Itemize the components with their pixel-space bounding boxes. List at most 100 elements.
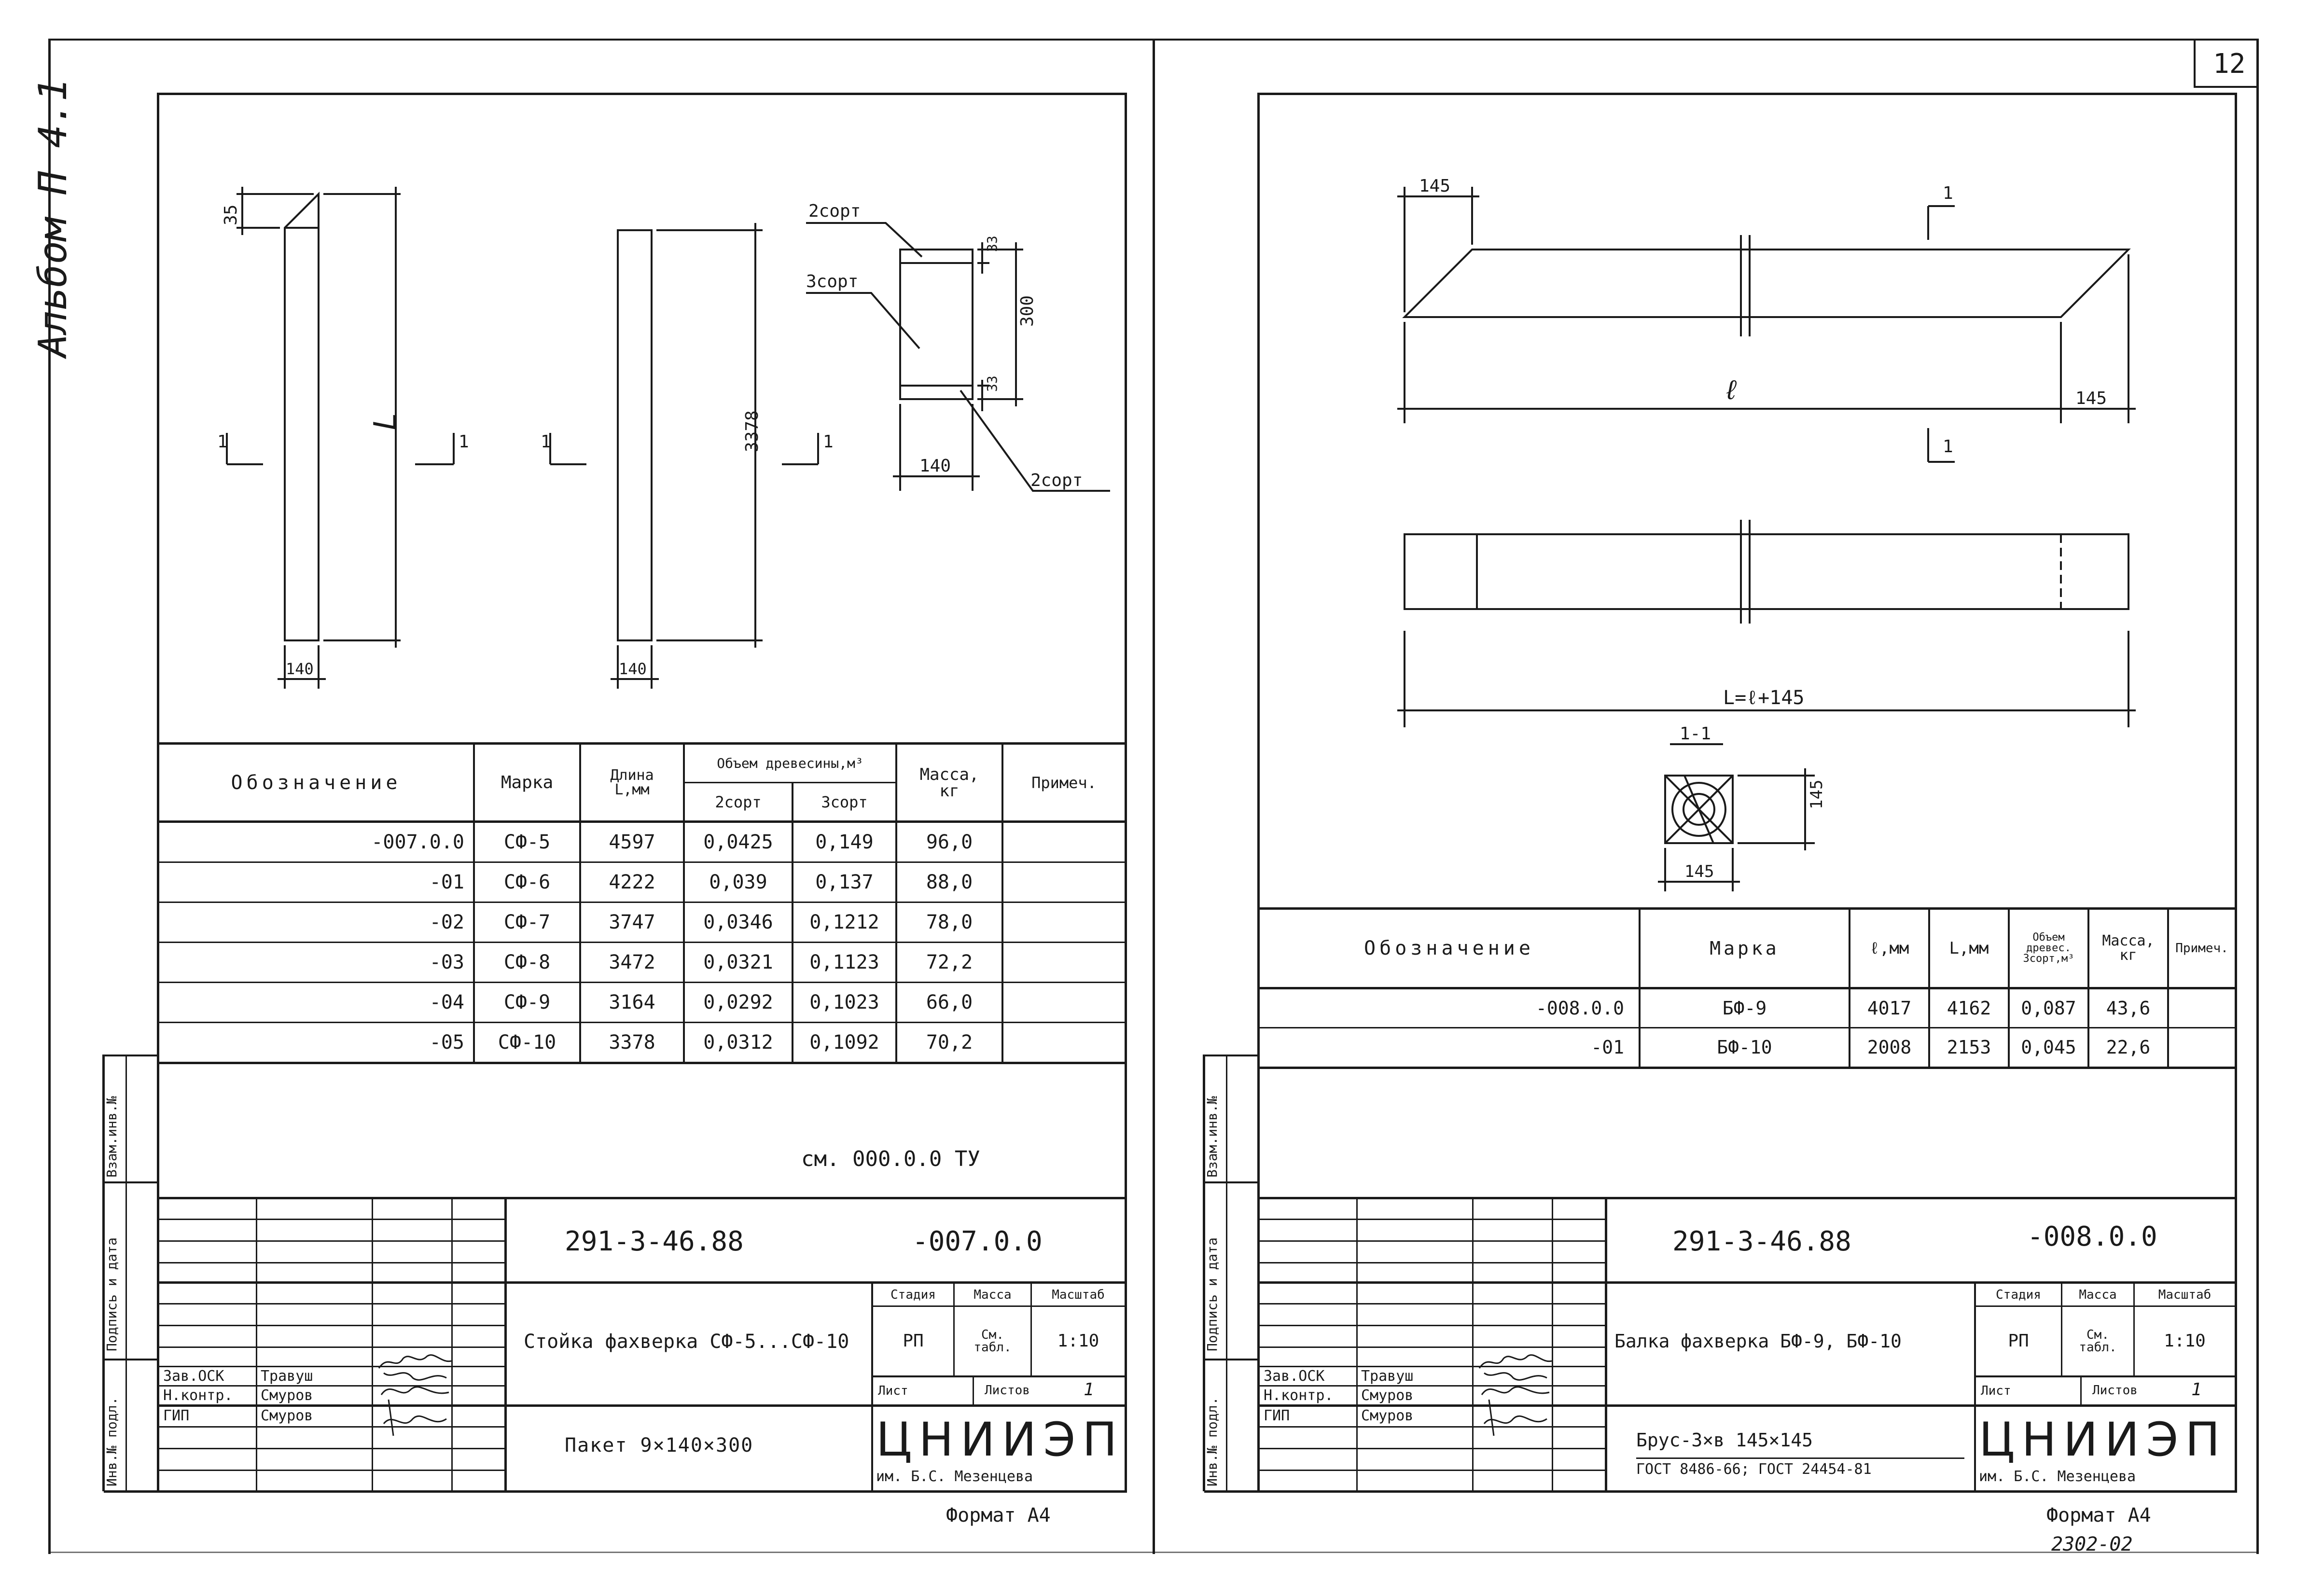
beam-plan-outline — [1402, 249, 2131, 318]
page-left-border — [48, 39, 51, 1554]
rtb-stage: РП — [2008, 1331, 2029, 1351]
right-stamp-inner — [1226, 1055, 1227, 1491]
ltable-cell-mark: СФ-7 — [503, 911, 551, 933]
right-frame-top — [1257, 93, 2237, 95]
dim-section-w: 145 — [1684, 862, 1714, 881]
rtb-row-b — [1260, 1240, 1605, 1242]
ltb-stage-div2 — [1030, 1281, 1032, 1375]
rtable-bottom — [1260, 1067, 2235, 1069]
left-stamp-div1 — [102, 1055, 159, 1056]
stud-b-outline — [617, 229, 653, 641]
left-frame-right — [1125, 93, 1127, 1492]
page-divider — [1153, 39, 1155, 1554]
left-stamp-inner — [125, 1055, 127, 1491]
section-label: 1-1 — [1680, 724, 1711, 744]
rtable-cell-l: 4017 — [1867, 998, 1912, 1019]
ltb-row-g — [159, 1346, 504, 1348]
page-number-box-bottom — [2194, 86, 2259, 88]
right-stamp-div1 — [1203, 1055, 1260, 1056]
rtb-row-e — [1260, 1303, 1605, 1305]
ltb-doc-suffix: -007.0.0 — [912, 1226, 1043, 1257]
ltb-col2 — [372, 1197, 373, 1491]
rtb-stage-left — [1974, 1281, 1976, 1491]
right-stamp-div3 — [1203, 1359, 1260, 1360]
ltb-sheets: 1 — [1084, 1380, 1094, 1400]
dim-length-var-r: ℓ — [1723, 375, 1739, 406]
ltable-h-note: Примеч. — [1031, 773, 1097, 792]
ltable-cell-mark: СФ-10 — [498, 1031, 556, 1054]
ltable-row5 — [159, 1022, 1125, 1023]
ltable-row3 — [159, 942, 1125, 943]
label-grade2-bottom: 2сорт — [1030, 471, 1083, 490]
dim-section-width: 140 — [919, 456, 951, 476]
ltb-stage-h: Стадия — [890, 1287, 936, 1302]
ltable-cell-mark: СФ-9 — [503, 991, 551, 1013]
role-name: Смуров — [261, 1407, 313, 1424]
role-label: ГИП — [1264, 1407, 1290, 1424]
rtb-stage-div1 — [2061, 1281, 2062, 1375]
rtable-cell-designation: -01 — [1591, 1037, 1624, 1058]
rtb-col3 — [1552, 1197, 1553, 1491]
ltb-row-f — [159, 1325, 504, 1326]
ltable-cell-length: 3378 — [609, 1031, 655, 1054]
rtable-cell-L: 2153 — [1947, 1037, 1991, 1058]
ltable-row1 — [159, 861, 1125, 863]
rtable-cell-mass: 43,6 — [2106, 998, 2151, 1019]
left-stamp-div3 — [102, 1359, 159, 1360]
ltb-stage-row2 — [871, 1375, 1125, 1377]
stud-a-outline — [284, 192, 320, 641]
ltable-cell-grade3: 0,137 — [815, 871, 874, 893]
ltable-h-volume: Объем древесины,м³ — [717, 755, 863, 771]
dim-section-height: 300 — [1017, 295, 1037, 327]
dim-top-left: 145 — [1419, 176, 1450, 196]
left-stamp-div2 — [102, 1181, 159, 1183]
rtb-doc-suffix: -008.0.0 — [2027, 1221, 2157, 1252]
rtb-row-c — [1260, 1262, 1605, 1263]
ltable-cell-mass: 96,0 — [926, 831, 973, 853]
ltable-cell-grade3: 0,1123 — [809, 951, 879, 973]
rtable-h-mass: Масса, кг — [2102, 932, 2155, 964]
ltable-cell-length: 3472 — [609, 951, 655, 973]
left-stamp-sign: Подпись и дата — [104, 1237, 120, 1351]
rtb-scale-h: Масштаб — [2158, 1287, 2212, 1302]
dim-section-h: 145 — [1807, 780, 1826, 809]
rtb-col4 — [1605, 1197, 1607, 1491]
right-frame-left — [1257, 93, 1260, 1492]
dim-section-top: 33 — [984, 236, 1000, 252]
ltb-col4 — [504, 1197, 507, 1491]
rtb-org: ЦНИИЭП — [1979, 1413, 2227, 1467]
rtb-org-sub: им. Б.С. Мезенцева — [1979, 1468, 2136, 1485]
ltable-vline2 — [579, 742, 581, 1063]
ltb-row-k — [159, 1426, 504, 1428]
spec-area-bottom — [159, 1197, 1125, 1199]
ltb-sheets-h: Листов — [985, 1383, 1030, 1398]
rtb-col1 — [1356, 1197, 1358, 1491]
rtable-cell-L: 4162 — [1947, 998, 1991, 1019]
label-grade2-top: 2сорт — [808, 201, 861, 221]
rtable-cell-mark: БФ-9 — [1722, 998, 1767, 1019]
ltb-row-e — [159, 1303, 504, 1305]
rtable-header-bottom — [1260, 987, 2235, 989]
ltable-cell-grade2: 0,0425 — [703, 831, 773, 853]
ltable-cell-mark: СФ-6 — [503, 871, 551, 893]
right-stamp-col-left — [1203, 1055, 1205, 1491]
left-frame-left — [157, 93, 159, 1492]
rtable-cell-designation: -008.0.0 — [1535, 998, 1624, 1019]
ltable-vline5 — [895, 742, 897, 1063]
cut-mark-a-left: 1 — [217, 432, 228, 452]
label-grade3: 3сорт — [806, 272, 858, 291]
ltb-col1 — [256, 1197, 257, 1491]
ltable-h-designation: Обозначение — [231, 771, 402, 794]
role-name: Смуров — [261, 1387, 313, 1404]
ltable-cell-length: 3747 — [609, 911, 655, 933]
ltable-cell-mass: 78,0 — [926, 911, 973, 933]
ltable-cell-grade3: 0,149 — [815, 831, 874, 853]
ltable-cell-length: 4222 — [609, 871, 655, 893]
ltb-stage-row1 — [871, 1305, 1125, 1307]
ltb-row-a — [159, 1219, 504, 1220]
ltable-h-length: Длина L,мм — [610, 766, 654, 798]
ltb-stage-div1 — [953, 1281, 955, 1375]
page-bottom-border — [48, 1552, 2259, 1553]
rtb-row-g — [1260, 1346, 1605, 1348]
ltb-signatures — [378, 1354, 452, 1436]
